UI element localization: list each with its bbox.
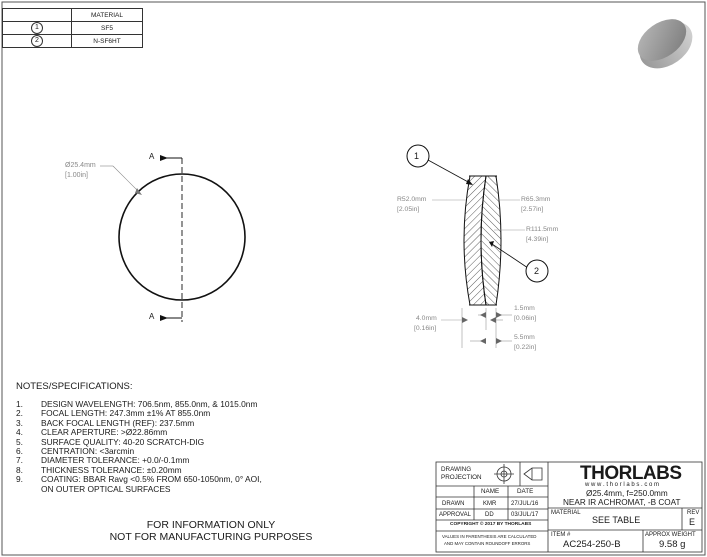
note-item: 1.DESIGN WAVELENGTH: 706.5nm, 855.0nm, &… (16, 399, 258, 409)
front-view (100, 155, 246, 322)
radius-3-in: [4.39in] (526, 236, 549, 243)
rev-value: E (689, 517, 696, 527)
note-item: ON OUTER OPTICAL SURFACES (41, 483, 171, 494)
website: w w w . t h o r l a b s . c o m (585, 482, 660, 488)
drawn-label: DRAWN (442, 501, 465, 507)
values-note-line1: VALUES IN PARENTHESIS ARE CALCULATED (442, 534, 537, 539)
col-date-header: DATE (517, 488, 534, 495)
notes-title: NOTES/SPECIFICATIONS: (16, 381, 133, 392)
information-disclaimer: FOR INFORMATION ONLY NOT FOR MANUFACTURI… (96, 519, 326, 543)
material-value: SF5 (71, 21, 143, 35)
section-label-top: A (149, 152, 155, 161)
radius-1-mm: R52.0mm (397, 196, 427, 203)
edge-2-mm: 5.5mm (514, 334, 535, 341)
balloon-1-label: 1 (414, 151, 420, 161)
description-line2: NEAR IR ACHROMAT, -B COAT (563, 498, 681, 507)
material-table-header: MATERIAL (2, 8, 143, 22)
note-item: 6.CENTRATION: <3arcmin (16, 445, 135, 456)
edge-1-in: [0.06in] (514, 315, 537, 322)
balloon-2-label: 2 (534, 266, 540, 276)
weight-label: APPROX WEIGHT (645, 532, 696, 538)
edge-2-in: [0.22in] (514, 344, 537, 351)
description-line1: Ø25.4mm, f=250.0mm (586, 489, 668, 498)
approval-name: DD (485, 512, 494, 518)
notes-list: 1.DESIGN WAVELENGTH: 706.5nm, 855.0nm, &… (16, 399, 262, 494)
weight-value: 9.58 g (659, 539, 686, 550)
values-note-line2: AND MAY CONTAIN ROUNDOFF ERRORS (444, 541, 531, 546)
note-item: 3.BACK FOCAL LENGTH (REF): 237.5mm (16, 417, 195, 428)
material-label: MATERIAL (551, 510, 581, 516)
side-view (406, 144, 549, 348)
edge-1-mm: 1.5mm (514, 305, 535, 312)
col-name-header: NAME (481, 488, 500, 495)
item-label: ITEM # (551, 532, 571, 538)
approval-date: 03/JUL/17 (511, 512, 539, 518)
copyright: COPYRIGHT © 2017 BY THORLABS (450, 522, 532, 527)
rev-label: REV (687, 510, 700, 516)
item-balloon: 1 (31, 22, 43, 34)
material-header: MATERIAL (71, 8, 143, 22)
note-item: 5.SURFACE QUALITY: 40-20 SCRATCH-DIG (16, 436, 205, 447)
material-table: MATERIAL 1 SF5 2 N-SF6HT (2, 8, 143, 48)
material-table-row: 1 SF5 (2, 21, 143, 35)
thickness-mm: 4.0mm (416, 315, 437, 322)
radius-2-mm: R65.3mm (521, 196, 551, 203)
drawn-name: KMR (483, 501, 497, 507)
note-item: 8.THICKNESS TOLERANCE: ±0.20mm (16, 464, 182, 475)
note-item: 2.FOCAL LENGTH: 247.3mm ±1% AT 855.0nm (16, 408, 211, 419)
radius-3-mm: R111.5mm (526, 226, 559, 233)
approval-label: APPROVAL (439, 512, 471, 518)
material-value: N-SF6HT (71, 34, 143, 48)
thorlabs-logo: THORLABS (580, 463, 682, 484)
diameter-in: [1.00in] (65, 172, 88, 179)
info-line-1: FOR INFORMATION ONLY (146, 519, 276, 531)
radius-1-in: [2.05in] (397, 206, 420, 213)
note-item: 7.DIAMETER TOLERANCE: +0.0/-0.1mm (16, 455, 190, 466)
material-value-see-table: SEE TABLE (592, 515, 641, 525)
title-block-grid (435, 461, 703, 553)
drawing-projection-line2: PROJECTION (441, 474, 482, 481)
item-number: AC254-250-B (563, 539, 621, 550)
note-item: 9.COATING: BBAR Ravg <0.5% FROM 650-1050… (16, 474, 262, 485)
section-label-bottom: A (149, 312, 155, 321)
lens-render (637, 19, 693, 69)
drawn-date: 27/JUL/16 (511, 501, 539, 507)
diameter-mm: Ø25.4mm (65, 162, 96, 169)
material-table-row: 2 N-SF6HT (2, 34, 143, 48)
projection-symbol (494, 464, 543, 484)
item-balloon: 2 (31, 35, 43, 47)
info-line-2: NOT FOR MANUFACTURING PURPOSES (109, 531, 313, 543)
radius-2-in: [2.57in] (521, 206, 544, 213)
thickness-in: [0.16in] (414, 325, 437, 332)
note-item: 4.CLEAR APERTURE: >Ø22.86mm (16, 427, 168, 438)
drawing-projection-line1: DRAWING (441, 466, 472, 473)
